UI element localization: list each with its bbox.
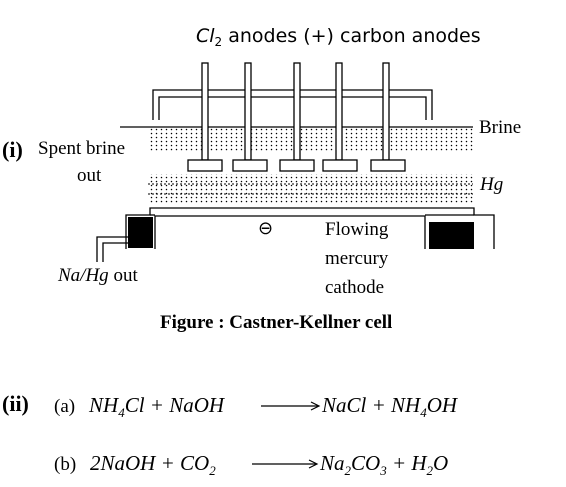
left-amalgam-block <box>128 217 153 248</box>
anode-rod <box>279 62 315 172</box>
eq-a-products: NaCl + NH4OH <box>321 393 459 420</box>
eq-b-reactants: 2NaOH + CO2 <box>90 451 216 478</box>
brine-layer <box>148 127 473 151</box>
spent-brine-label: Spent brine <box>38 138 125 159</box>
negative-terminal-icon: ⊖ <box>258 218 273 239</box>
brine-label: Brine <box>479 117 521 138</box>
eq-a-arrow-icon <box>261 401 321 411</box>
eq-a-label: (a) <box>54 396 75 417</box>
hg-label: Hg <box>479 174 503 195</box>
anode-rod <box>370 62 406 172</box>
eq-b-label: (b) <box>54 454 76 475</box>
eq-a-reactants: NH4Cl + NaOH <box>88 393 226 420</box>
figure-caption: Figure : Castner-Kellner cell <box>160 312 392 333</box>
eq-b-arrow-icon <box>252 459 319 469</box>
flowing-label: Flowing <box>325 219 389 240</box>
right-amalgam-block <box>429 222 474 249</box>
cell-body <box>125 207 495 249</box>
part-ii-label: (ii) <box>2 391 29 416</box>
mercury-label: mercury <box>325 248 389 269</box>
part-i-label: (i) <box>2 137 23 162</box>
mercury-layer <box>148 174 473 204</box>
eq-b-products: Na2CO3 + H2O <box>319 451 448 478</box>
anode-rod <box>322 62 358 172</box>
anodes-label: Cl2 anodes (+) carbon anodes <box>196 25 481 49</box>
anode-rod <box>187 62 223 172</box>
top-pipe <box>152 89 433 120</box>
spent-brine-out-label: out <box>77 165 102 186</box>
cathode-label: cathode <box>325 277 384 298</box>
amalgam-outlet-pipe <box>96 236 128 262</box>
na-hg-out-label: Na/Hg out <box>57 265 138 286</box>
anode-rod <box>232 62 268 172</box>
